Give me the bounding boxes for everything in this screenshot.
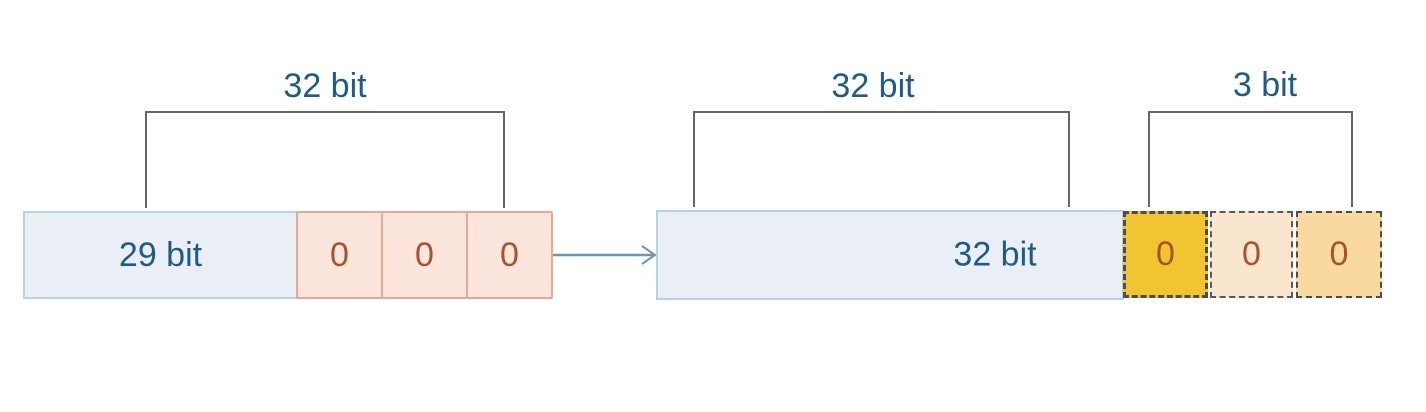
left-register-zero-cell: 0 — [296, 211, 383, 299]
left-register-base-segment: 29 bit — [23, 211, 298, 299]
zero-value: 0 — [330, 235, 349, 274]
ext-width-label: 3 bit — [1232, 66, 1298, 104]
left-register-base-label: 29 bit — [118, 235, 203, 274]
right-width-label: 32 bit — [831, 67, 915, 105]
zero-value: 0 — [415, 235, 434, 274]
arrow-right-icon — [553, 245, 657, 265]
right-width-bracket — [693, 111, 1070, 207]
right-register-ext-zero-cell-orange: 0 — [1296, 211, 1382, 298]
left-width-label: 32 bit — [283, 67, 367, 105]
zero-value: 0 — [1156, 235, 1175, 273]
right-register-base-segment: 32 bit — [656, 210, 1124, 300]
left-register: 29 bit 0 0 0 — [23, 211, 553, 299]
right-register-ext-zero-cell-peach: 0 — [1210, 211, 1293, 298]
right-register-base-label: 32 bit — [953, 235, 1037, 274]
right-register-ext-zero-cell-yellow: 0 — [1123, 211, 1208, 298]
zero-value: 0 — [1242, 235, 1261, 273]
left-register-zero-cell: 0 — [381, 211, 468, 299]
zero-value: 0 — [1329, 235, 1349, 273]
ext-width-bracket — [1148, 111, 1353, 207]
left-width-bracket — [145, 111, 505, 208]
zero-value: 0 — [500, 235, 519, 274]
left-register-zero-cell: 0 — [466, 211, 553, 299]
